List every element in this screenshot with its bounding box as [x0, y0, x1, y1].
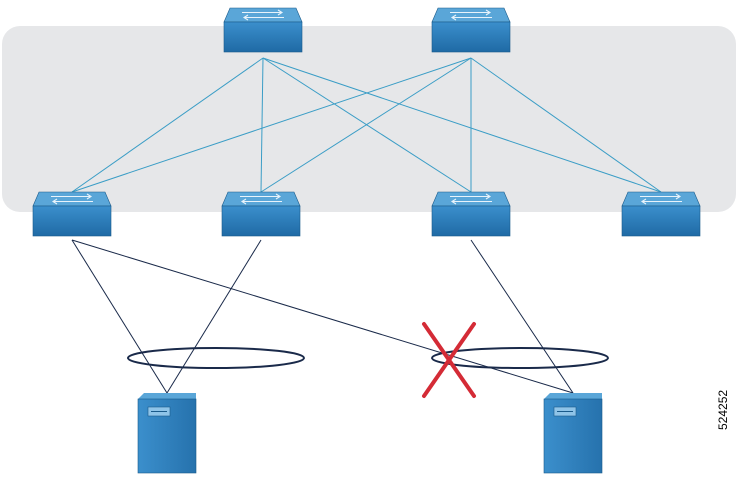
- spine-switch-icon: [223, 7, 303, 53]
- host-link: [71, 239, 168, 394]
- host-link: [166, 239, 262, 394]
- arrow-left-icon: [450, 14, 492, 21]
- host-link: [470, 239, 574, 394]
- fabric-background: [2, 26, 736, 212]
- port-channel-ellipse: [127, 347, 305, 369]
- arrow-left-icon: [450, 198, 492, 205]
- fabric-link: [71, 57, 472, 193]
- leaf-switch-icon: [431, 191, 511, 237]
- fabric-link: [260, 57, 264, 193]
- switch-front-face: [221, 205, 301, 237]
- arrow-right-icon: [450, 193, 492, 200]
- arrow-left-icon: [640, 198, 682, 205]
- port-channel-layer: [127, 347, 609, 369]
- switch-front-face: [223, 21, 303, 53]
- switch-top-face: [621, 191, 701, 207]
- switch-front-face: [431, 21, 511, 53]
- red-x-icon: [422, 322, 476, 398]
- fabric-link: [71, 57, 264, 193]
- switch-top-face: [431, 7, 511, 23]
- red-x-stroke: [422, 322, 476, 398]
- arrow-right-icon: [450, 9, 492, 16]
- server-icon: [543, 393, 603, 474]
- switch-top-face: [32, 191, 112, 207]
- switch-front-face: [32, 205, 112, 237]
- fabric-link: [262, 57, 662, 193]
- switch-top-face: [431, 191, 511, 207]
- switch-front-face: [431, 205, 511, 237]
- server-top-face: [544, 393, 602, 399]
- fabric-link: [260, 57, 472, 193]
- port-channel-ellipse: [431, 347, 609, 369]
- arrow-left-icon: [242, 14, 284, 21]
- figure-id: 524252: [716, 389, 730, 430]
- arrow-right-icon: [240, 193, 282, 200]
- leaf-switch-icon: [621, 191, 701, 237]
- leaf-switch-icon: [32, 191, 112, 237]
- arrow-right-icon: [242, 9, 284, 16]
- spine-switch-icon: [431, 7, 511, 53]
- host-link: [71, 239, 574, 394]
- server-icon: [137, 393, 197, 474]
- failure-layer: [422, 322, 476, 398]
- device-layer: [32, 7, 701, 474]
- server-top-face: [138, 393, 196, 399]
- switch-top-face: [221, 191, 301, 207]
- arrow-left-icon: [240, 198, 282, 205]
- fabric-link: [470, 57, 662, 193]
- fabric-link: [262, 57, 472, 193]
- arrow-right-icon: [51, 193, 93, 200]
- switch-front-face: [621, 205, 701, 237]
- switch-top-face: [223, 7, 303, 23]
- arrow-left-icon: [51, 198, 93, 205]
- arrow-right-icon: [640, 193, 682, 200]
- leaf-switch-icon: [221, 191, 301, 237]
